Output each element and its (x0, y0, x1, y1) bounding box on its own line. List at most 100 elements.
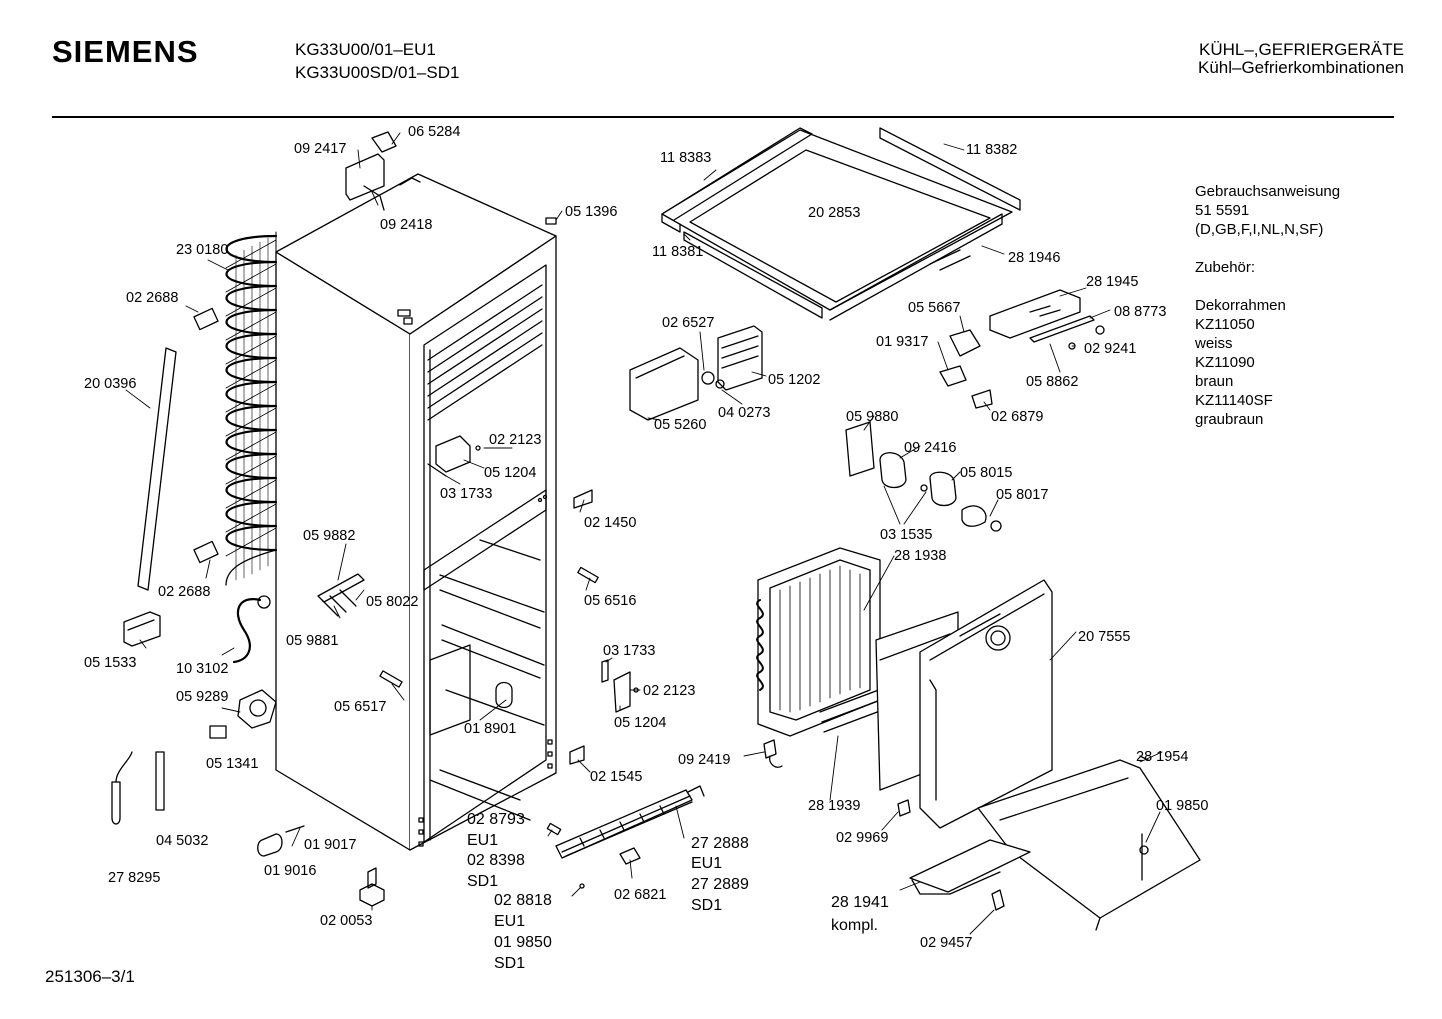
part-label: 02 9241 (1084, 341, 1136, 357)
part-label: 01 8901 (464, 721, 516, 737)
part-label: 06 5284 (408, 124, 460, 140)
part-label: 05 6517 (334, 699, 386, 715)
part-label: 03 1535 (880, 527, 932, 543)
part-label: 05 1533 (84, 655, 136, 671)
part-label: 02 6527 (662, 315, 714, 331)
part-label: 01 9850 (494, 934, 552, 951)
frame-3-code: KZ11140SF (1195, 392, 1273, 409)
frame-3-color: graubraun (1195, 411, 1264, 428)
part-label: 28 1938 (894, 548, 946, 564)
manual-title: Gebrauchsanweisung (1195, 183, 1341, 200)
manual-languages: (D,GB,F,I,NL,N,SF) (1195, 221, 1324, 238)
part-label: 28 1946 (1008, 250, 1060, 266)
frame-2-color: braun (1195, 373, 1234, 390)
part-label: 05 9881 (286, 633, 338, 649)
part-label: 05 1202 (768, 372, 820, 388)
part-label: 02 1450 (584, 515, 636, 531)
part-label: 27 2888 (691, 835, 749, 852)
model-line-1: KG33U00/01–EU1 (295, 40, 436, 59)
part-label: 09 2416 (904, 440, 956, 456)
kickplate (546, 785, 705, 889)
part-label: 27 2889 (691, 876, 749, 893)
part-label: 04 5032 (156, 833, 208, 849)
part-label: 02 2688 (158, 584, 210, 600)
part-label: 05 8022 (366, 594, 418, 610)
part-label: SD1 (691, 897, 722, 914)
part-label: 02 1545 (590, 769, 642, 785)
part-label: 05 1341 (206, 756, 258, 772)
part-label: 28 1945 (1086, 274, 1138, 290)
part-label: 05 5667 (908, 300, 960, 316)
leader-lines (125, 132, 1163, 935)
category-line-2: Kühl–Gefrierkombinationen (1197, 58, 1404, 77)
condenser-coil (225, 231, 278, 664)
side-info: Gebrauchsanweisung 51 5591 (D,GB,F,I,NL,… (1195, 182, 1340, 429)
part-label: 05 9289 (176, 689, 228, 705)
frame-title: Dekorrahmen (1195, 297, 1286, 314)
part-label: 11 8383 (660, 150, 711, 166)
part-label: EU1 (467, 832, 498, 849)
part-label: 09 2418 (380, 217, 432, 233)
part-label: 02 2123 (643, 683, 695, 699)
part-label: 01 9016 (264, 863, 316, 879)
part-label: 02 0053 (320, 913, 372, 929)
bottom-tray (909, 755, 1201, 931)
accessories-title: Zubehör: (1195, 259, 1256, 276)
part-label: 05 9882 (303, 528, 355, 544)
top-lid (661, 127, 1021, 321)
frame-1-color: weiss (1195, 335, 1233, 352)
part-label: 11 8381 (652, 244, 703, 260)
part-label: 20 7555 (1078, 629, 1130, 645)
part-label: EU1 (691, 855, 722, 872)
part-label: 05 8862 (1026, 374, 1078, 390)
part-label: 28 1941 (831, 894, 889, 911)
part-label: 02 2123 (489, 432, 541, 448)
part-label: 20 0396 (84, 376, 136, 392)
part-label: EU1 (494, 913, 525, 930)
part-label: 02 8818 (494, 892, 552, 909)
part-label: 05 1204 (614, 715, 666, 731)
part-label: 02 9457 (920, 935, 972, 951)
part-label: 02 6821 (614, 887, 666, 903)
part-label: 09 2419 (678, 752, 730, 768)
part-label: 05 8017 (996, 487, 1048, 503)
part-label: 08 8773 (1114, 304, 1166, 320)
part-label: 02 6879 (991, 409, 1043, 425)
brand-logo: SIEMENS (52, 34, 199, 69)
part-label: 01 9017 (304, 837, 356, 853)
frame-1-code: KZ11050 (1195, 316, 1255, 333)
frame-2-code: KZ11090 (1195, 354, 1255, 371)
part-label: 01 9317 (876, 334, 928, 350)
cabinet-body (275, 173, 557, 851)
part-label: 02 9969 (836, 830, 888, 846)
part-label: 03 1733 (603, 643, 655, 659)
part-label: 05 9880 (846, 409, 898, 425)
part-label: 09 2417 (294, 141, 346, 157)
model-line-2: KG33U00SD/01–SD1 (295, 63, 460, 82)
part-label: kompl. (831, 917, 878, 934)
part-label: 20 2853 (808, 205, 860, 221)
part-label: 05 1396 (565, 204, 617, 220)
part-label: 05 1204 (484, 465, 536, 481)
part-label: 03 1733 (440, 486, 492, 502)
part-label: SD1 (494, 955, 525, 972)
part-label: 05 8015 (960, 465, 1012, 481)
doc-number: 251306–3/1 (45, 967, 135, 986)
part-label: 02 2688 (126, 290, 178, 306)
category-line-1: KÜHL–,GEFRIERGERÄTE (1199, 40, 1404, 59)
header-rule (52, 116, 1394, 118)
part-label: 05 5260 (654, 417, 706, 433)
part-label: 23 0180 (176, 242, 228, 258)
part-label: 01 9850 (1156, 798, 1208, 814)
seal-bar (137, 347, 177, 591)
part-label: 27 8295 (108, 870, 160, 886)
part-label: SD1 (467, 873, 498, 890)
part-label: 02 8793 (467, 811, 525, 828)
part-label: 28 1954 (1136, 749, 1188, 765)
part-label: 11 8382 (966, 142, 1017, 158)
part-label: 10 3102 (176, 661, 228, 677)
part-label: 28 1939 (808, 798, 860, 814)
part-label: 02 8398 (467, 852, 525, 869)
part-label: 04 0273 (718, 405, 770, 421)
